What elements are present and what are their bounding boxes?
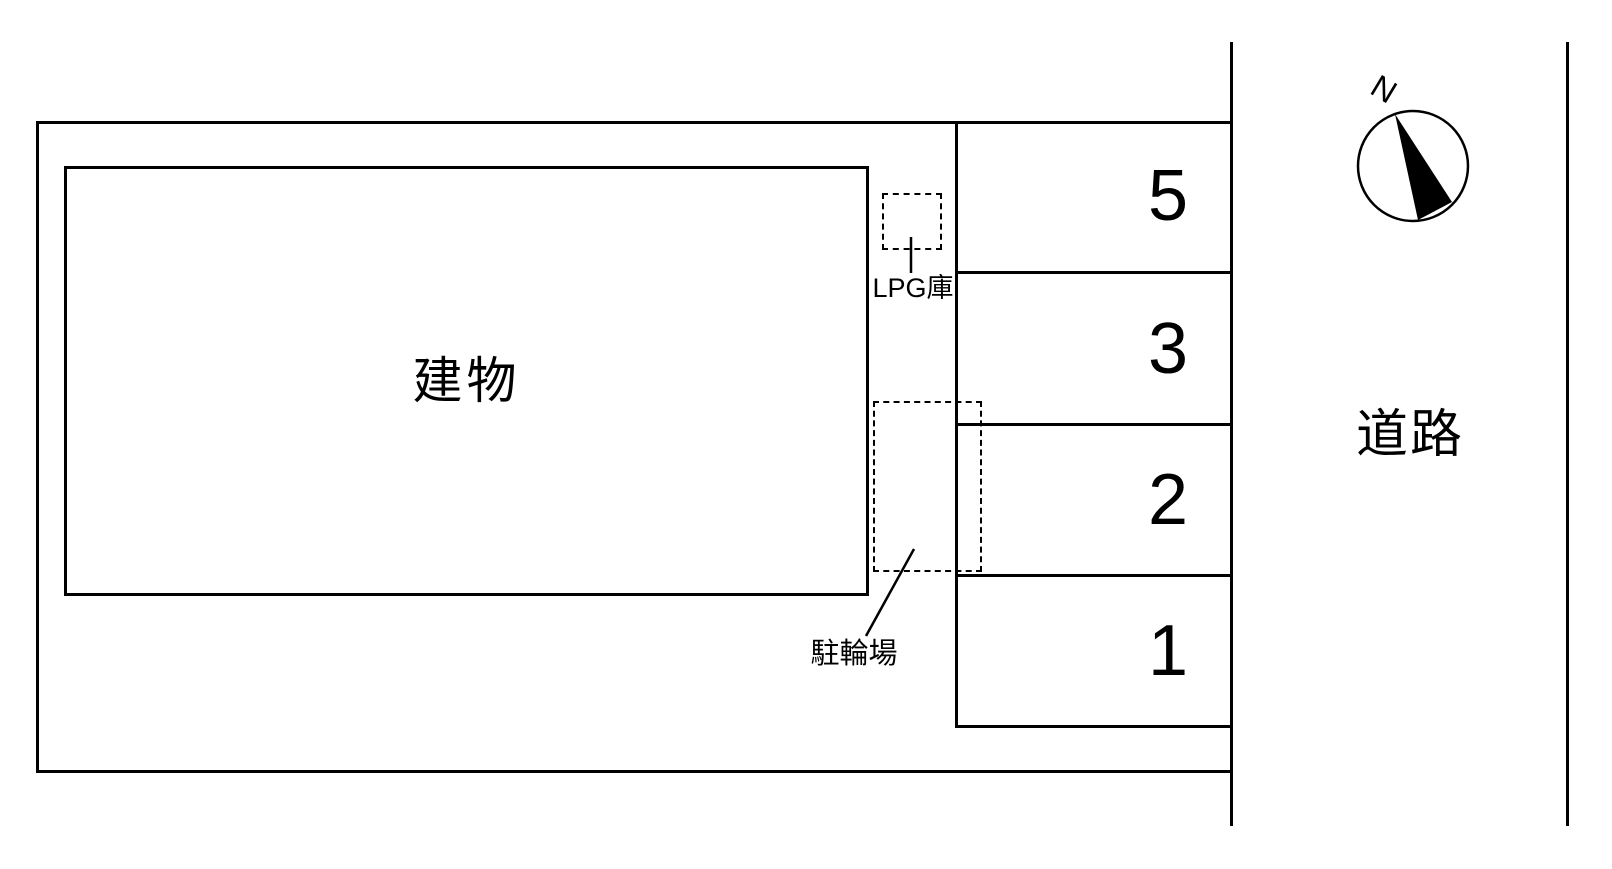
building-outline: 建物 bbox=[64, 166, 869, 596]
parking-space-number: 5 bbox=[1147, 156, 1188, 236]
parking-space-5: 5 bbox=[955, 121, 1232, 274]
parking-space-2: 2 bbox=[955, 426, 1232, 577]
lpg-storage-label: LPG庫 bbox=[872, 273, 954, 303]
property-boundary-outline bbox=[36, 121, 1232, 773]
parking-space-number: 2 bbox=[1147, 460, 1188, 540]
lpg-storage-outline bbox=[882, 193, 942, 250]
road-edge-right-line bbox=[1566, 42, 1569, 826]
parking-space-1: 1 bbox=[955, 577, 1232, 728]
road-edge-left-line bbox=[1230, 42, 1233, 826]
road-label: 道路 bbox=[1355, 406, 1464, 464]
building-label: 建物 bbox=[412, 353, 521, 409]
parking-space-number: 1 bbox=[1147, 611, 1188, 691]
parking-space-number: 3 bbox=[1147, 308, 1188, 389]
bicycle-parking-outline bbox=[873, 401, 982, 572]
bicycle-parking-label: 駐輪場 bbox=[810, 638, 898, 670]
parking-space-3: 3 bbox=[955, 274, 1232, 426]
compass-north-icon bbox=[1356, 109, 1470, 223]
